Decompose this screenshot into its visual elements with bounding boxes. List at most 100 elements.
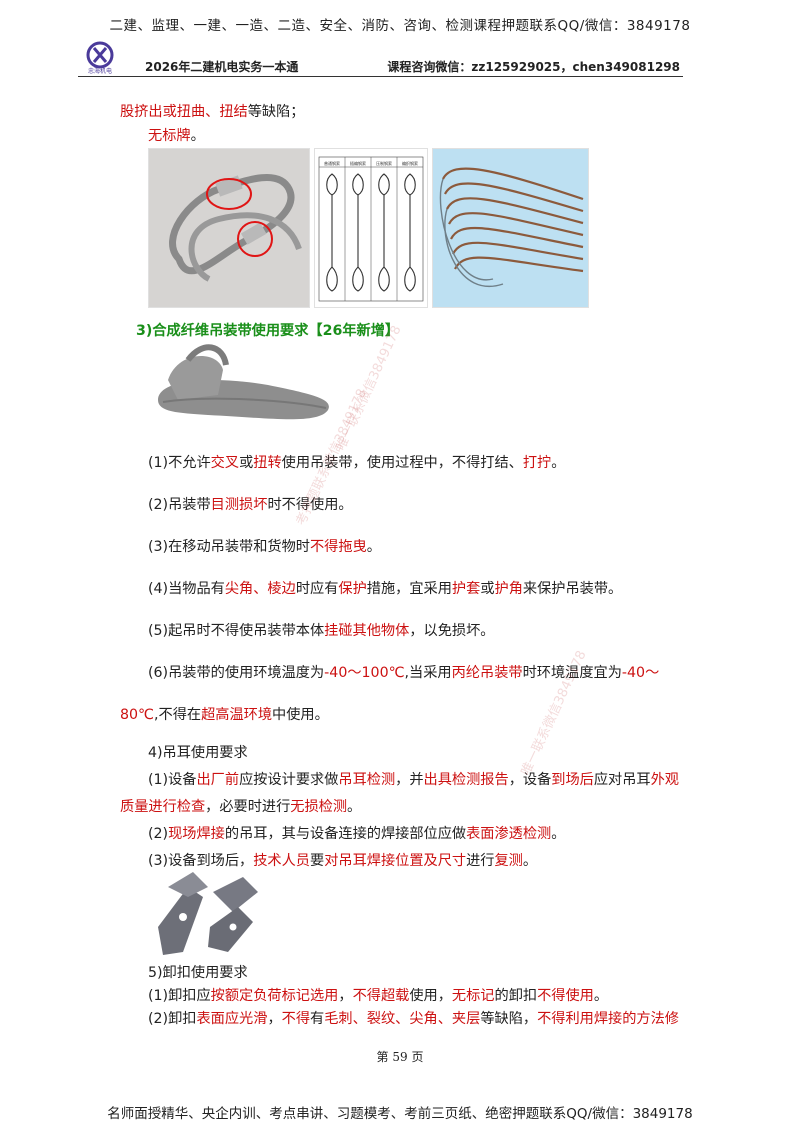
highlight-text: 丙纶吊装带 bbox=[451, 665, 523, 681]
highlight-text: 超高温环境 bbox=[201, 707, 273, 723]
paragraph: 80℃,不得在超高温环境中使用。 bbox=[120, 704, 329, 724]
plain-text: 时不得使用。 bbox=[267, 497, 353, 513]
braided-rope-photo bbox=[432, 148, 589, 308]
highlight-text: 表面渗透检测 bbox=[466, 826, 552, 842]
plain-text: 使用， bbox=[409, 988, 452, 1004]
highlight-text: 出厂前 bbox=[196, 772, 240, 788]
highlight-text: 股挤出或扭曲、扭结 bbox=[120, 104, 248, 120]
plain-text: (2)卸扣 bbox=[148, 1011, 197, 1027]
highlight-text: -40～100℃ bbox=[324, 665, 405, 681]
text-line: 股挤出或扭曲、扭结等缺陷； bbox=[120, 101, 304, 121]
plain-text: ， bbox=[267, 1011, 282, 1027]
highlight-text: 质量进行检查 bbox=[120, 799, 206, 815]
svg-text:普通钢索: 普通钢索 bbox=[324, 160, 340, 166]
plain-text: 使用吊装带，使用过程中，不得打结、 bbox=[281, 455, 523, 471]
highlight-text: 无标牌 bbox=[148, 128, 191, 144]
plain-text: (5)起吊时不得使吊装带本体 bbox=[148, 623, 325, 639]
highlight-text: 出具检测报告 bbox=[423, 772, 509, 788]
plain-text: (3)在移动吊装带和货物时 bbox=[148, 539, 310, 555]
highlight-text: 目测损坏 bbox=[210, 497, 268, 513]
plain-text: 。 bbox=[551, 455, 566, 471]
paragraph: (1)卸扣应按额定负荷标记选用，不得超载使用，无标记的卸扣不得使用。 bbox=[148, 985, 608, 1005]
plain-text: (6)吊装带的使用环境温度为 bbox=[148, 665, 325, 681]
highlight-text: 交叉 bbox=[210, 455, 240, 471]
svg-text:压制钢索: 压制钢索 bbox=[376, 160, 392, 166]
plain-text: 。 bbox=[366, 539, 381, 555]
plain-text: 的卸扣 bbox=[494, 988, 538, 1004]
plain-text: 进行 bbox=[466, 853, 495, 869]
plain-text: 有 bbox=[310, 1011, 325, 1027]
paragraph: 质量进行检查，必要时进行无损检测。 bbox=[120, 796, 361, 816]
plain-text: 应对吊耳 bbox=[593, 772, 651, 788]
plain-text: 。 bbox=[190, 128, 205, 144]
plain-text: 。 bbox=[347, 799, 362, 815]
highlight-text: 外观 bbox=[650, 772, 679, 788]
svg-text:编织钢索: 编织钢索 bbox=[402, 160, 418, 166]
paragraph: (2)卸扣表面应光滑，不得有毛刺、裂纹、尖角、夹层等缺陷，不得利用焊接的方法修 bbox=[148, 1008, 679, 1028]
text-line: 无标牌。 bbox=[148, 125, 205, 145]
wire-rope-photo bbox=[148, 148, 310, 308]
highlight-text: 无损检测 bbox=[290, 799, 348, 815]
highlight-text: 毛刺、裂纹、尖角、夹层 bbox=[324, 1011, 481, 1027]
plain-text: ， bbox=[338, 988, 353, 1004]
synthetic-sling-photo bbox=[148, 340, 338, 430]
plain-text: 来保护吊装带。 bbox=[522, 581, 623, 597]
highlight-text: 扭转 bbox=[253, 455, 282, 471]
highlight-text: 护角 bbox=[494, 581, 523, 597]
paragraph: (2)吊装带目测损坏时不得使用。 bbox=[148, 494, 353, 514]
plain-text: ，以免损坏。 bbox=[409, 623, 495, 639]
plain-text: ，并 bbox=[395, 772, 424, 788]
plain-text: 措施，宜采用 bbox=[366, 581, 452, 597]
header-divider bbox=[78, 76, 683, 77]
highlight-text: -40～ bbox=[621, 665, 660, 681]
highlight-text: 无标记 bbox=[451, 988, 495, 1004]
rope-type-figure: 普通钢索 插编钢索 压制钢索 编织钢索 bbox=[314, 148, 428, 308]
paragraph: (3)在移动吊装带和货物时不得拖曳。 bbox=[148, 536, 381, 556]
plain-text: ，必要时进行 bbox=[205, 799, 291, 815]
svg-text:插编钢索: 插编钢索 bbox=[350, 160, 366, 166]
highlight-text: 尖角、棱边 bbox=[224, 581, 296, 597]
plain-text: (2)吊装带 bbox=[148, 497, 211, 513]
highlight-text: 表面应光滑 bbox=[196, 1011, 268, 1027]
footer-text: 名师面授精华、央企内训、考点串讲、习题模考、考前三页纸、绝密押题联系QQ/微信：… bbox=[107, 1106, 693, 1122]
highlight-text: 挂碰其他物体 bbox=[324, 623, 410, 639]
paragraph: (4)当物品有尖角、棱边时应有保护措施，宜采用护套或护角来保护吊装带。 bbox=[148, 578, 622, 598]
paragraph: (1)不允许交叉或扭转使用吊装带，使用过程中，不得打结、打拧。 bbox=[148, 452, 565, 472]
highlight-text: 保护 bbox=[338, 581, 367, 597]
highlight-text: 对吊耳焊接位置及尺寸 bbox=[324, 853, 467, 869]
plain-text: ,不得在 bbox=[154, 707, 202, 723]
plain-text: 等缺陷； bbox=[247, 104, 305, 120]
plain-text: 的吊耳，其与设备连接的焊接部位应做 bbox=[224, 826, 467, 842]
plain-text: (1)卸扣应 bbox=[148, 988, 211, 1004]
plain-text: 。 bbox=[551, 826, 566, 842]
logo: 忠海机电 bbox=[80, 40, 120, 76]
paragraph: (1)设备出厂前应按设计要求做吊耳检测，并出具检测报告，设备到场后应对吊耳外观 bbox=[148, 769, 679, 789]
plain-text: 。 bbox=[593, 988, 609, 1004]
paragraph: (5)起吊时不得使吊装带本体挂碰其他物体，以免损坏。 bbox=[148, 620, 494, 640]
highlight-text: 现场焊接 bbox=[168, 826, 225, 842]
doc-title: 2026年二建机电实务一本通 bbox=[145, 60, 299, 74]
section-heading-4: 4)吊耳使用要求 bbox=[148, 745, 248, 761]
lifting-lug-photo bbox=[148, 867, 263, 959]
plain-text: 要 bbox=[310, 853, 325, 869]
plain-text: 或 bbox=[239, 455, 254, 471]
plain-text: 或 bbox=[480, 581, 495, 597]
highlight-text: 不得 bbox=[281, 1011, 311, 1027]
plain-text: ,当采用 bbox=[404, 665, 452, 681]
highlight-text: 打拧 bbox=[522, 455, 552, 471]
plain-text: ，设备 bbox=[508, 772, 552, 788]
plain-text: (2) bbox=[148, 826, 169, 842]
paragraph: (3)设备到场后，技术人员要对吊耳焊接位置及尺寸进行复测。 bbox=[148, 850, 537, 870]
paragraph: (6)吊装带的使用环境温度为-40～100℃,当采用丙纶吊装带时环境温度宜为-4… bbox=[148, 662, 659, 682]
plain-text: 。 bbox=[522, 853, 538, 869]
plain-text: (4)当物品有 bbox=[148, 581, 225, 597]
highlight-text: 复测 bbox=[494, 853, 523, 869]
plain-text: 时应有 bbox=[295, 581, 339, 597]
paragraph: (2)现场焊接的吊耳，其与设备连接的焊接部位应做表面渗透检测。 bbox=[148, 823, 565, 843]
plain-text: 应按设计要求做 bbox=[239, 772, 339, 788]
page-number: 第 59 页 bbox=[376, 1050, 424, 1064]
highlight-text: 吊耳检测 bbox=[338, 772, 396, 788]
highlight-text: 到场后 bbox=[551, 772, 594, 788]
highlight-text: 不得利用焊接的方法修 bbox=[537, 1011, 679, 1027]
plain-text: (3)设备到场后， bbox=[148, 853, 254, 869]
